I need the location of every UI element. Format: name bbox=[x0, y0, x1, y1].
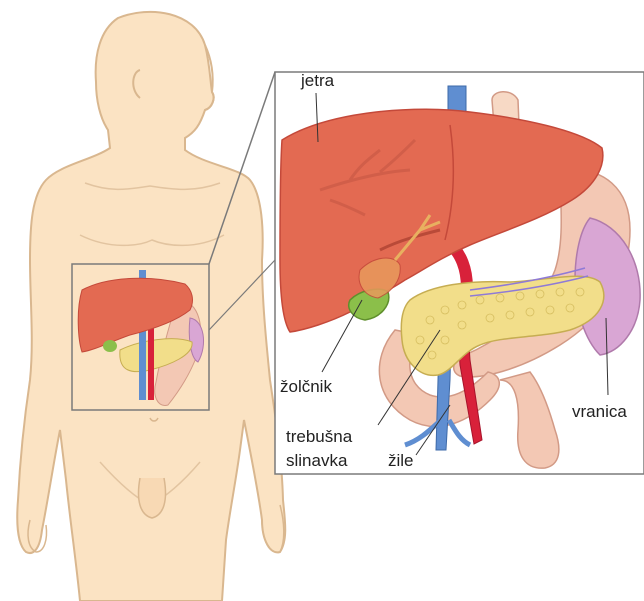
label-vessels: žile bbox=[388, 452, 414, 469]
label-pancreas-line1: trebušna bbox=[286, 428, 352, 445]
label-pancreas-line2: slinavka bbox=[286, 452, 347, 469]
label-gallbladder: žolčnik bbox=[280, 378, 332, 395]
label-spleen: vranica bbox=[572, 403, 627, 420]
label-liver: jetra bbox=[301, 72, 334, 89]
small-gallbladder bbox=[103, 340, 117, 352]
genital-outline bbox=[139, 478, 166, 518]
